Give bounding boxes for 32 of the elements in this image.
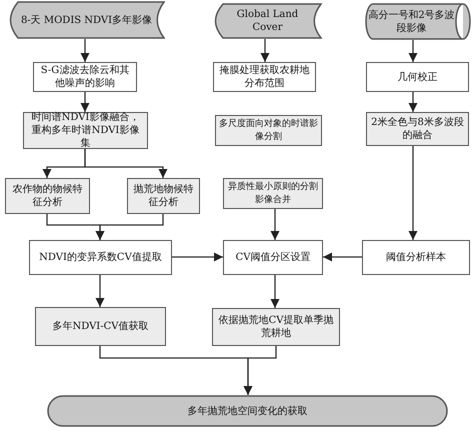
arrow — [270, 275, 280, 308]
process-box: 掩膜处理获取农耕地分布范围 — [213, 62, 316, 92]
process-box: 多年NDVI-CV值获取 — [35, 307, 166, 346]
process-box: 阈值分析样本 — [362, 240, 470, 275]
arrow — [80, 39, 90, 62]
process-box: 农作物的物候特征分析 — [5, 178, 90, 214]
data-banner: 8-天 MODIS NDVI多年影像 — [10, 1, 165, 39]
arrow — [270, 209, 280, 240]
data-banner: Global Land Cover — [215, 3, 322, 39]
result-terminal: 多年抛荒地空间变化的获取 — [47, 395, 448, 427]
arrow — [323, 252, 362, 262]
process-box: 抛荒地物候特征分析 — [127, 178, 200, 214]
arrow — [260, 39, 270, 62]
arrow — [408, 92, 418, 112]
process-box: 多尺度面向对象的时谱影像分割 — [215, 115, 322, 146]
arrow — [80, 92, 90, 112]
arrow — [96, 214, 164, 240]
process-box: CV阈值分区设置 — [223, 240, 323, 275]
arrow — [408, 146, 418, 240]
arrow — [408, 40, 418, 62]
process-box: 依据抛荒地CV提取单季抛荒耕地 — [212, 308, 340, 346]
process-box: 异质性最小原则的分割影像合并 — [223, 178, 323, 209]
arrow — [96, 275, 104, 307]
process-box: 几何校正 — [366, 62, 469, 92]
process-box: 时间谱NDVI影像融合，重构多年时谱NDVI影像集 — [23, 112, 148, 149]
arrow — [244, 346, 277, 395]
process-box: S-G滤波去除云和其他噪声的影响 — [33, 62, 137, 92]
arrow — [84, 149, 168, 178]
process-box: 2米全色与8米多波段的融合 — [366, 112, 469, 146]
data-cylinder: 高分一号和2号多波段影像 — [365, 3, 471, 40]
process-box: NDVI的变异系数CV值提取 — [29, 240, 172, 275]
arrow — [172, 252, 223, 262]
